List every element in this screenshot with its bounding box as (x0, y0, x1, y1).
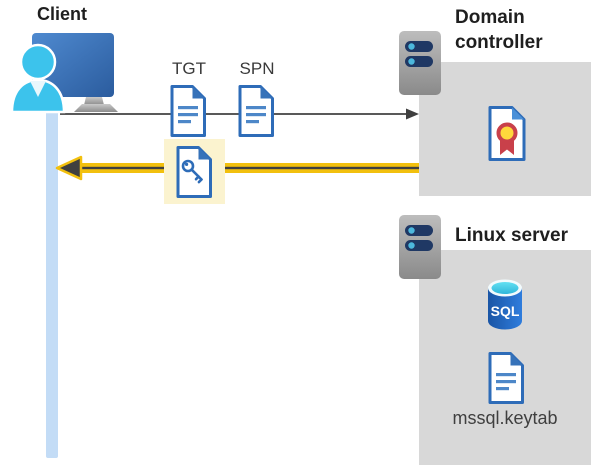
client-title: Client (36, 4, 87, 24)
response-arrowhead-icon (55, 155, 83, 181)
spn-document-icon (238, 85, 274, 137)
sql-badge-text: SQL (491, 303, 520, 319)
monitor-stand-neck (84, 97, 104, 105)
tgt-document-icon (170, 85, 206, 137)
spn-label: SPN (239, 59, 275, 78)
client-lifeline-bar (46, 96, 58, 458)
certificate-icon (488, 106, 526, 161)
monitor-screen (32, 33, 114, 97)
response-arrow (55, 155, 419, 181)
person-head (19, 43, 57, 81)
request-arrowhead-icon (406, 108, 419, 120)
tgt-label: TGT (172, 59, 206, 78)
person-collar (30, 81, 46, 97)
domain-controller-title: Domain controller (455, 7, 543, 53)
domain-controller-server-icon (399, 31, 441, 95)
monitor-stand-base (74, 104, 118, 112)
request-arrow (60, 108, 419, 120)
keytab-filename: mssql.keytab (452, 408, 558, 428)
linux-server-server-icon (399, 215, 441, 279)
linux-server-title: Linux server (455, 225, 568, 246)
client-workstation-icon (10, 33, 118, 114)
keytab-document-icon (488, 352, 524, 404)
key-document-icon (176, 146, 212, 198)
sql-database-icon: SQL (488, 279, 522, 330)
